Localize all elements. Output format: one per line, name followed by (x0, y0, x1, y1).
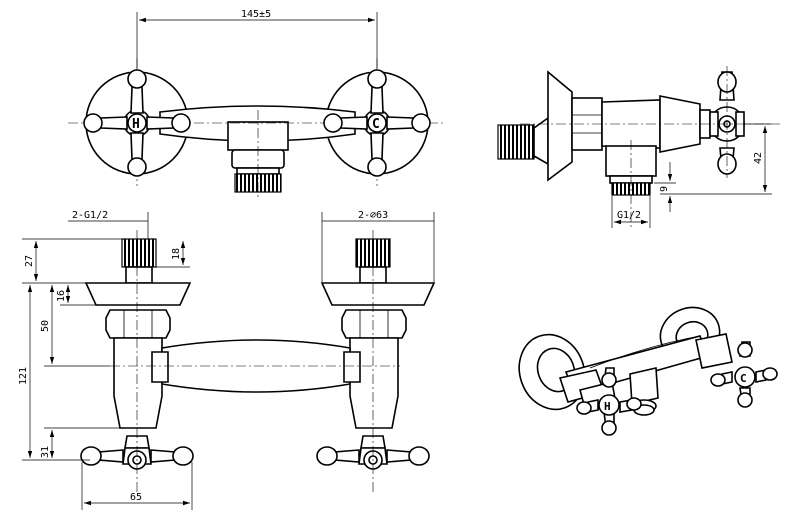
iso-hot-mark: H (604, 400, 611, 413)
handle-width-label: 65 (130, 492, 142, 503)
iso-cold-mark: C (740, 372, 747, 385)
flange-diameter-label: 2-∅63 (358, 210, 388, 221)
top-view: 145±5 H C (68, 9, 445, 200)
hot-mark: H (132, 117, 140, 132)
cold-mark: C (372, 117, 380, 132)
outlet-offset-label: 9 (659, 186, 670, 192)
inlet-thread-label: 2-G1/2 (72, 210, 108, 221)
side-view: 42 9 G1/2 (497, 66, 780, 230)
handle-height-label: 31 (40, 446, 51, 458)
height-42-label: 42 (753, 152, 764, 164)
isometric-view: H C (518, 306, 778, 436)
total-height-label: 121 (18, 367, 29, 385)
nut-height-label: 50 (40, 320, 51, 332)
inlet-height-label: 27 (24, 255, 35, 267)
front-view: 2-G1/2 2-∅63 27 18 16 50 121 31 (18, 210, 436, 510)
flange-thickness-label: 16 (56, 290, 67, 302)
thread-length-label: 18 (171, 248, 182, 260)
outlet-thread-label: G1/2 (617, 210, 641, 221)
center-distance-label: 145±5 (241, 9, 271, 20)
